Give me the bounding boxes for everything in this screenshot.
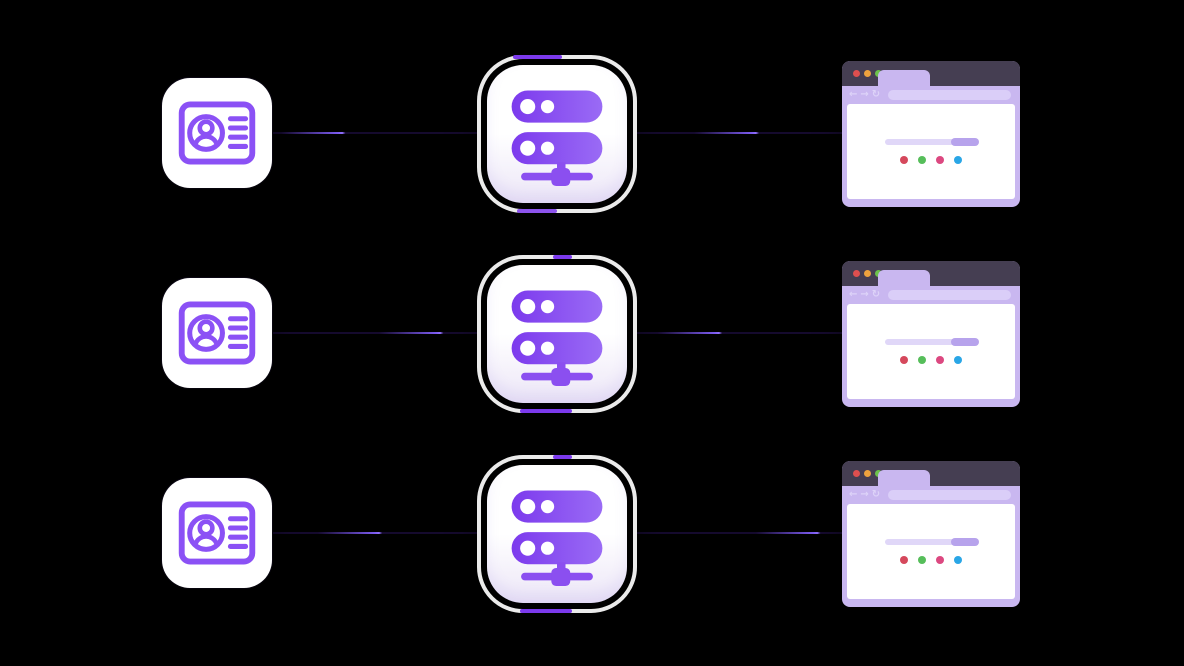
connection-line-card-server [273,332,477,334]
server-ring-accent [553,455,572,459]
server-tile [487,465,627,603]
browser-titlebar [842,261,1020,286]
traffic-light-yellow-icon [864,70,871,77]
status-dots [900,356,962,364]
back-arrow-icon: ← [849,89,858,100]
progress-bar-fill [951,538,979,546]
status-dot-green [918,356,926,364]
server-icon [511,490,603,586]
traffic-light-red-icon [853,270,860,277]
connection-line-server-browser [637,532,842,534]
traffic-light-yellow-icon [864,470,871,477]
connection-line-server-browser [637,332,842,334]
server-ring-accent [553,255,572,259]
status-dots [900,556,962,564]
server-node [477,255,637,413]
traffic-light-red-icon [853,470,860,477]
browser-window: ← → ↻ [842,461,1020,607]
id-card-node [162,478,272,588]
back-arrow-icon: ← [849,489,858,500]
status-dot-pink [936,156,944,164]
server-node [477,455,637,613]
status-dot-pink [936,356,944,364]
server-ring-accent [520,409,572,413]
browser-titlebar [842,461,1020,486]
status-dot-blue [954,156,962,164]
browser-window: ← → ↻ [842,261,1020,407]
connection-line-server-browser [637,132,842,134]
status-dot-blue [954,556,962,564]
progress-bar [885,338,979,346]
server-ring-accent [513,55,562,59]
browser-titlebar [842,61,1020,86]
refresh-icon: ↻ [871,489,881,500]
back-arrow-icon: ← [849,289,858,300]
progress-bar [885,138,979,146]
address-bar [888,290,1011,300]
connection-line-card-server [273,132,477,134]
status-dots [900,156,962,164]
server-tile [487,265,627,403]
browser-content [847,504,1015,599]
status-dot-red [900,356,908,364]
browser-content [847,304,1015,399]
progress-bar-fill [951,138,979,146]
traffic-light-red-icon [853,70,860,77]
connection-line-card-server [273,532,477,534]
browser-content [847,104,1015,199]
address-bar [888,490,1011,500]
address-bar [888,90,1011,100]
browser-toolbar: ← → ↻ [847,486,1015,504]
refresh-icon: ↻ [871,89,881,100]
id-card-node [162,278,272,388]
forward-arrow-icon: → [860,289,869,300]
status-dot-green [918,156,926,164]
browser-toolbar: ← → ↻ [847,286,1015,304]
status-dot-pink [936,556,944,564]
progress-bar [885,538,979,546]
traffic-light-yellow-icon [864,270,871,277]
id-card-node [162,78,272,188]
server-tile [487,65,627,203]
forward-arrow-icon: → [860,489,869,500]
forward-arrow-icon: → [860,89,869,100]
status-dot-red [900,156,908,164]
server-node [477,55,637,213]
refresh-icon: ↻ [871,289,881,300]
server-ring-accent [517,209,557,213]
browser-toolbar: ← → ↻ [847,86,1015,104]
progress-bar-fill [951,338,979,346]
browser-tab [878,270,930,286]
browser-tab [878,470,930,486]
browser-tab [878,70,930,86]
status-dot-blue [954,356,962,364]
server-ring-accent [520,609,572,613]
status-dot-red [900,556,908,564]
status-dot-green [918,556,926,564]
id-card-icon [175,491,259,575]
browser-window: ← → ↻ [842,61,1020,207]
